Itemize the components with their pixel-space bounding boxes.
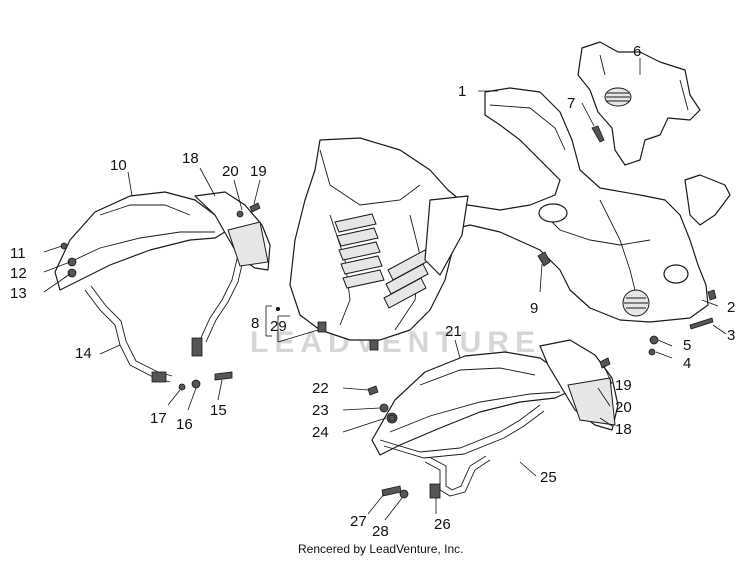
- group-bracket-8: [265, 305, 280, 337]
- screw-part-22: [367, 385, 379, 396]
- callout-18-right: 18: [615, 421, 632, 438]
- front-fender-part-10: [54, 191, 229, 291]
- screw-part-19-right: [599, 357, 611, 369]
- washer-part-17: [178, 383, 186, 391]
- inner-panel-part-6: [577, 41, 701, 166]
- screw-part-7: [591, 125, 605, 143]
- screw-part-19-left: [249, 202, 261, 213]
- callout-13: 13: [10, 285, 27, 302]
- callout-3: 3: [727, 327, 735, 344]
- callout-24: 24: [312, 424, 329, 441]
- nut-part-4: [648, 348, 656, 356]
- leader-lines: [43, 58, 727, 521]
- callout-14: 14: [75, 345, 92, 362]
- leg-shield-part-1: [429, 87, 731, 323]
- screw-part-3: [689, 317, 714, 330]
- callout-22: 22: [312, 380, 329, 397]
- callout-4: 4: [683, 355, 691, 372]
- callout-21: 21: [445, 323, 462, 340]
- washer-part-5: [649, 335, 659, 345]
- callout-20-left: 20: [222, 163, 239, 180]
- callout-12: 12: [10, 265, 27, 282]
- screw-part-27: [381, 485, 402, 497]
- washer-part-23: [379, 403, 389, 413]
- screw-part-15: [214, 371, 233, 381]
- callout-16: 16: [176, 416, 193, 433]
- callout-7: 7: [567, 95, 575, 112]
- callout-8: 8: [251, 315, 259, 332]
- mud-flap-part-18-left: [194, 191, 271, 271]
- washer-part-20-left: [236, 210, 244, 218]
- callout-labels: 1 2 3 5 4 6 7 8 29 9 10 11 12 13 14 15 1…: [10, 43, 735, 540]
- callout-9: 9: [530, 300, 538, 317]
- callout-2: 2: [727, 299, 735, 316]
- fender-part-21: [371, 351, 569, 456]
- screw-part-9: [537, 251, 551, 267]
- callout-29: 29: [270, 318, 287, 335]
- callout-25: 25: [540, 469, 557, 486]
- washer-part-16: [191, 379, 201, 389]
- callout-6: 6: [633, 43, 641, 60]
- nut-part-24: [388, 414, 396, 422]
- callout-11: 11: [10, 245, 26, 262]
- callout-20-right: 20: [615, 399, 632, 416]
- screw-part-2: [707, 289, 717, 301]
- callout-26: 26: [434, 516, 451, 533]
- callout-17: 17: [150, 410, 167, 427]
- callout-18-left: 18: [182, 150, 199, 167]
- callout-10: 10: [110, 157, 127, 174]
- credit-text: Rencered by LeadVenture, Inc.: [298, 542, 463, 556]
- mud-flap-part-18-right: [539, 339, 619, 431]
- callout-1: 1: [458, 83, 466, 100]
- fender-bracket-part-25: [379, 404, 545, 499]
- callout-28: 28: [372, 523, 389, 540]
- callout-15: 15: [210, 402, 227, 419]
- callout-5: 5: [683, 337, 691, 354]
- washer-part-28: [399, 489, 409, 499]
- callout-27: 27: [350, 513, 367, 530]
- callout-23: 23: [312, 402, 329, 419]
- front-shield-center: [289, 137, 469, 351]
- callout-19-left: 19: [250, 163, 267, 180]
- callout-19-right: 19: [615, 377, 632, 394]
